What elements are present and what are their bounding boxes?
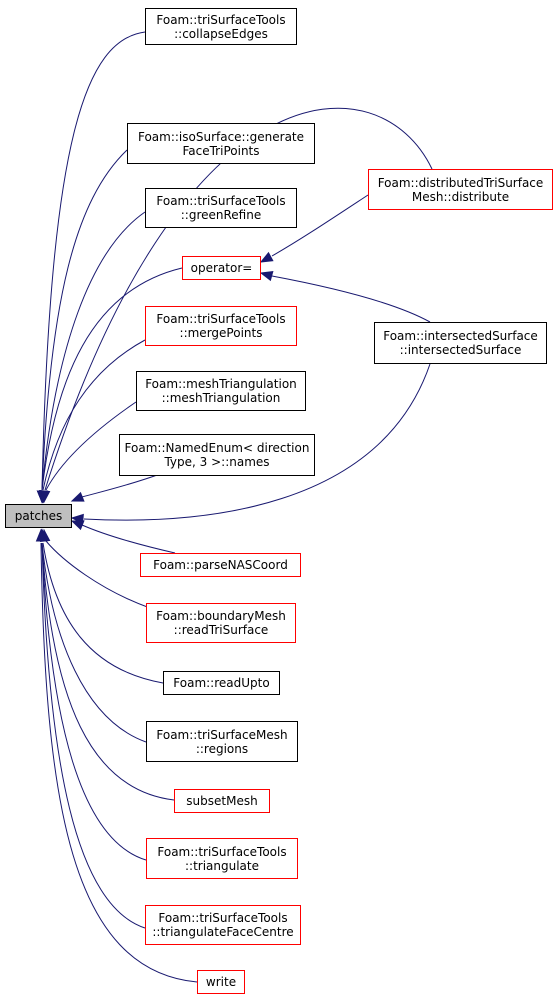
edge-generate-face-tri-points: [41, 149, 128, 491]
node-write-label: write: [205, 975, 237, 989]
node-write[interactable]: write: [197, 970, 245, 994]
edge-named-enum-names-arrowhead: [70, 491, 85, 502]
node-triangulate-line2: ::triangulate: [184, 858, 259, 873]
node-merge-points[interactable]: Foam::triSurfaceTools ::mergePoints: [145, 306, 297, 346]
node-green-refine-line1: Foam::triSurfaceTools: [156, 194, 286, 208]
node-parse-nas-coord[interactable]: Foam::parseNASCoord: [140, 553, 301, 577]
node-generate-face-tri-points[interactable]: Foam::isoSurface::generate FaceTriPoints: [127, 123, 315, 164]
node-regions[interactable]: Foam::triSurfaceMesh ::regions: [146, 721, 298, 762]
edge-distribute-operator: [271, 194, 369, 257]
node-distribute[interactable]: Foam::distributedTriSurface Mesh::distri…: [368, 169, 553, 210]
node-collapse-edges-line2: ::collapseEdges: [174, 26, 268, 41]
node-triangulate-face-centre-line1: Foam::triSurfaceTools: [158, 911, 288, 925]
edge-mesh-triangulation: [45, 401, 137, 491]
node-triangulate-face-centre-line2: ::triangulateFaceCentre: [152, 925, 294, 939]
node-subset-mesh-label: subsetMesh: [186, 794, 258, 808]
node-green-refine[interactable]: Foam::triSurfaceTools ::greenRefine: [145, 188, 297, 228]
node-read-tri-surface-line2: ::readTriSurface: [173, 623, 269, 637]
node-generate-face-tri-points-line1: Foam::isoSurface::generate: [137, 129, 305, 144]
edge-merge-points: [42, 339, 146, 491]
node-distribute-line2: Mesh::distribute: [411, 189, 510, 204]
edge-intersected-surface: [83, 363, 431, 521]
node-distribute-line1: Foam::distributedTriSurface: [377, 175, 544, 190]
edge-intersected-operator-arrowhead: [259, 270, 274, 282]
edge-parse-nas-coord-arrowhead: [70, 520, 85, 531]
node-merge-points-line2: ::mergePoints: [179, 326, 263, 340]
node-triangulate[interactable]: Foam::triSurfaceTools ::triangulate: [146, 838, 298, 879]
node-named-enum-names-line2: Type, 3 >::names: [164, 455, 270, 469]
edge-operator-assign: [41, 267, 183, 491]
node-read-tri-surface[interactable]: Foam::boundaryMesh ::readTriSurface: [146, 603, 296, 643]
node-merge-points-line1: Foam::triSurfaceTools: [156, 312, 286, 326]
edge-subset-mesh: [41, 542, 175, 801]
node-intersected-surface[interactable]: Foam::intersectedSurface ::intersectedSu…: [374, 322, 547, 364]
node-triangulate-line1: Foam::triSurfaceTools: [157, 844, 287, 859]
node-named-enum-names-line1: Foam::NamedEnum< direction: [124, 441, 310, 455]
edge-write-arrowhead: [35, 528, 47, 542]
node-operator-assign-label: operator=: [190, 261, 253, 275]
node-mesh-triangulation[interactable]: Foam::meshTriangulation ::meshTriangulat…: [136, 371, 306, 411]
edge-distribute-operator-arrowhead: [259, 251, 274, 263]
node-regions-line1: Foam::triSurfaceMesh: [156, 727, 288, 742]
node-read-upto[interactable]: Foam::readUpto: [163, 671, 280, 695]
node-read-tri-surface-line1: Foam::boundaryMesh: [156, 609, 286, 623]
edge-distribute: [44, 107, 433, 491]
node-intersected-surface-line1: Foam::intersectedSurface: [383, 329, 538, 343]
edge-read-tri-surface: [45, 540, 151, 609]
node-collapse-edges[interactable]: Foam::triSurfaceTools ::collapseEdges: [145, 8, 297, 45]
edge-read-upto: [42, 542, 164, 684]
node-intersected-surface-line2: ::intersectedSurface: [399, 343, 522, 357]
edge-parse-nas-coord: [81, 524, 176, 554]
edge-mesh-triangulation-arrowhead: [39, 490, 51, 504]
node-patches-label: patches: [14, 509, 63, 523]
node-read-upto-label: Foam::readUpto: [173, 676, 270, 690]
node-subset-mesh[interactable]: subsetMesh: [174, 789, 270, 813]
node-green-refine-line2: ::greenRefine: [180, 208, 262, 222]
edge-green-refine: [41, 211, 146, 491]
node-operator-assign[interactable]: operator=: [182, 256, 261, 280]
node-regions-line2: ::regions: [195, 741, 249, 756]
edge-collapse-edges: [41, 31, 146, 491]
node-mesh-triangulation-line2: ::meshTriangulation: [161, 391, 281, 405]
edge-triangulate: [41, 542, 147, 861]
edge-named-enum-names: [81, 473, 161, 498]
edge-intersected-operator: [271, 275, 431, 323]
edge-triangulate-face-centre: [41, 542, 146, 929]
edge-regions: [41, 542, 147, 743]
node-triangulate-face-centre[interactable]: Foam::triSurfaceTools ::triangulateFaceC…: [145, 905, 301, 945]
edge-write: [40, 542, 198, 983]
node-named-enum-names[interactable]: Foam::NamedEnum< direction Type, 3 >::na…: [119, 434, 315, 476]
node-mesh-triangulation-line1: Foam::meshTriangulation: [145, 377, 297, 391]
node-parse-nas-coord-label: Foam::parseNASCoord: [153, 558, 288, 572]
node-generate-face-tri-points-line2: FaceTriPoints: [182, 143, 260, 158]
node-patches: patches: [5, 504, 72, 528]
node-collapse-edges-line1: Foam::triSurfaceTools: [156, 12, 286, 27]
